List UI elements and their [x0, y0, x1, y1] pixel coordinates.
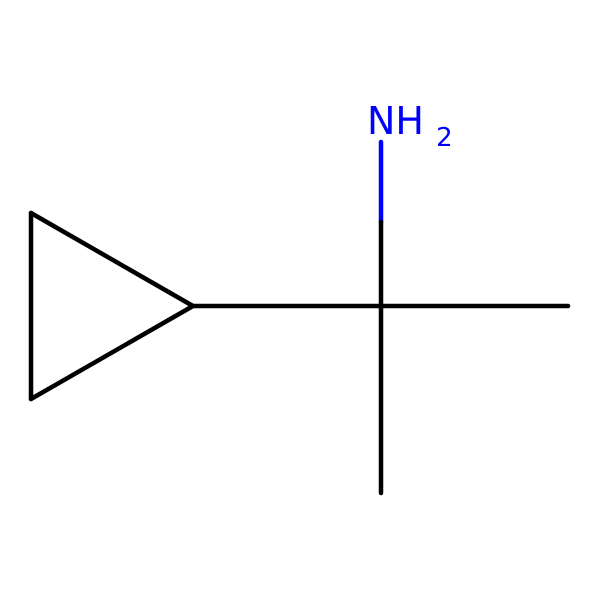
bond-c4-c6 [28, 303, 196, 402]
bond-c4-c5 [28, 210, 196, 309]
atom-label-nh: NH [367, 99, 424, 143]
atom-label-nh2: NH 2 [367, 99, 453, 153]
atom-label-subscript: 2 [436, 123, 453, 153]
